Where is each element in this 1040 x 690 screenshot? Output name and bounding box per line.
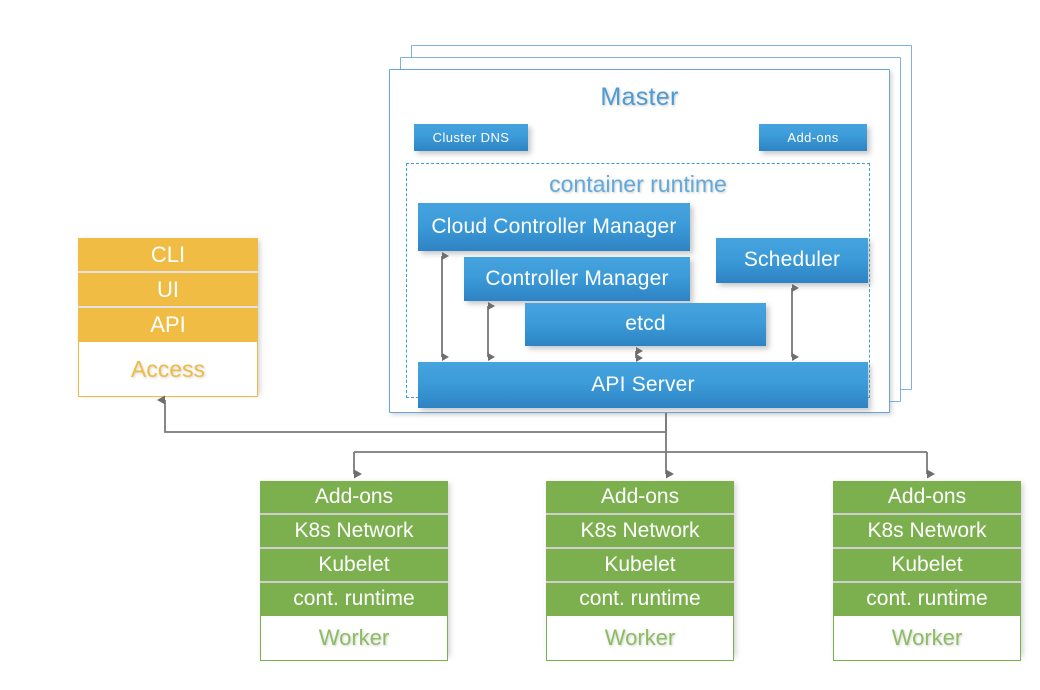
worker2-layer-k8s-network[interactable]: K8s Network — [546, 515, 734, 549]
access-panel[interactable]: CLI UI API Access — [78, 238, 258, 397]
worker-node-1[interactable]: Add-ons K8s Network Kubelet cont. runtim… — [260, 481, 448, 661]
worker-node-3[interactable]: Add-ons K8s Network Kubelet cont. runtim… — [833, 481, 1021, 661]
worker3-layer-kubelet[interactable]: Kubelet — [833, 549, 1021, 583]
worker1-footer-label: Worker — [260, 615, 448, 661]
worker3-layer-k8s-network[interactable]: K8s Network — [833, 515, 1021, 549]
worker2-layer-kubelet[interactable]: Kubelet — [546, 549, 734, 583]
worker2-layer-add-ons[interactable]: Add-ons — [546, 481, 734, 515]
cluster-dns-box[interactable]: Cluster DNS — [414, 124, 528, 151]
access-item-cli[interactable]: CLI — [78, 238, 258, 273]
cloud-controller-manager-box[interactable]: Cloud Controller Manager — [418, 203, 690, 251]
worker3-layer-cont-runtime[interactable]: cont. runtime — [833, 583, 1021, 615]
worker1-layer-k8s-network[interactable]: K8s Network — [260, 515, 448, 549]
worker3-layer-add-ons[interactable]: Add-ons — [833, 481, 1021, 515]
access-item-api[interactable]: API — [78, 308, 258, 341]
worker-node-2[interactable]: Add-ons K8s Network Kubelet cont. runtim… — [546, 481, 734, 661]
worker3-footer-label: Worker — [833, 615, 1021, 661]
master-title: Master — [600, 83, 679, 111]
worker2-footer-label: Worker — [546, 615, 734, 661]
controller-manager-box[interactable]: Controller Manager — [464, 257, 690, 301]
scheduler-box[interactable]: Scheduler — [716, 238, 868, 283]
master-internal-connectors — [441, 252, 799, 362]
master-node-card[interactable]: Master Cluster DNS Add-ons container run… — [389, 69, 890, 413]
container-runtime-title: container runtime — [549, 171, 727, 197]
worker1-layer-cont-runtime[interactable]: cont. runtime — [260, 583, 448, 615]
etcd-box[interactable]: etcd — [525, 303, 766, 346]
worker2-layer-cont-runtime[interactable]: cont. runtime — [546, 583, 734, 615]
access-item-ui[interactable]: UI — [78, 273, 258, 308]
access-footer-label: Access — [78, 341, 258, 397]
master-add-ons-box[interactable]: Add-ons — [759, 124, 867, 151]
worker1-layer-add-ons[interactable]: Add-ons — [260, 481, 448, 515]
worker1-layer-kubelet[interactable]: Kubelet — [260, 549, 448, 583]
